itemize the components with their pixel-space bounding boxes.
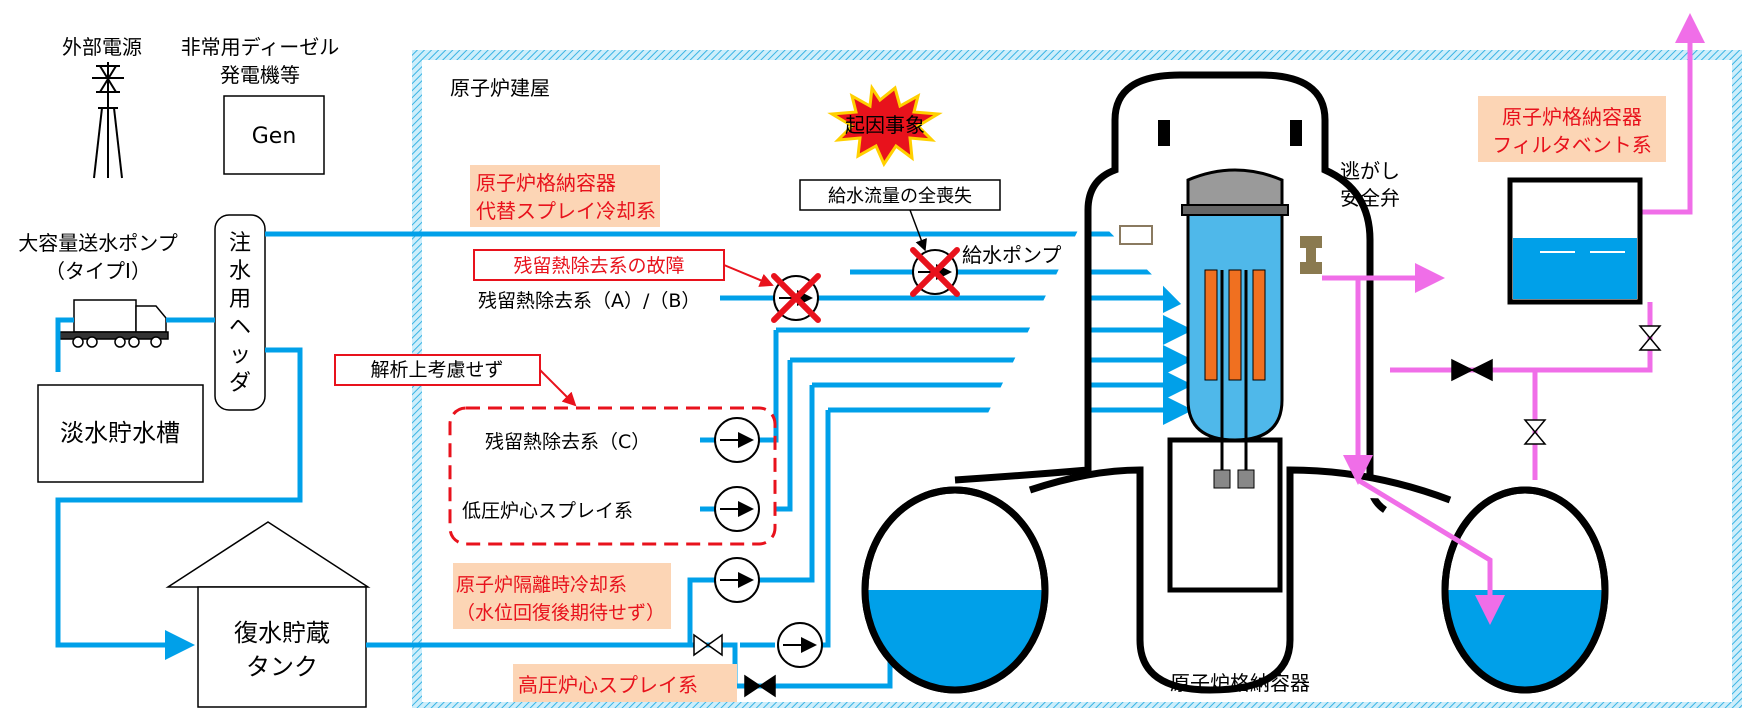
- header-char: 注: [229, 231, 251, 256]
- hpcs-highlight: [513, 664, 737, 702]
- spray-nozzle: [1119, 225, 1153, 245]
- filter-vent-highlight: [1478, 96, 1666, 162]
- alt-spray-highlight: [470, 165, 660, 227]
- safety-relief-valve-icon: [1300, 236, 1322, 274]
- rhr-c-label: 残留熱除去系（C）: [485, 431, 650, 453]
- generator-box: [223, 95, 325, 175]
- freshwater-tank-label: 淡水貯水槽: [60, 419, 180, 447]
- not-considered-label: 解析上考慮せず: [370, 359, 503, 381]
- failure-cross-icon: [771, 247, 960, 323]
- hpcs-label: 高圧炉心スプレイ系: [518, 673, 698, 697]
- feedwater-loss-box: [799, 179, 1001, 211]
- srv-label-2: 安全弁: [1340, 186, 1400, 210]
- diesel-label-2: 発電機等: [220, 63, 300, 87]
- alt-spray-label-2: 代替スプレイ冷却系: [476, 199, 656, 223]
- not-considered-box: [334, 354, 541, 386]
- header-char: ッ: [229, 343, 251, 368]
- vent-valve: [1451, 325, 1662, 445]
- rpv-pedestal: [1167, 437, 1283, 593]
- filter-vent-tank: [1507, 177, 1643, 305]
- filter-vent-label-2: フィルタベント系: [1492, 133, 1652, 157]
- alt-spray-label-1: 原子炉格納容器: [476, 171, 616, 195]
- pump-truck-icon: [59, 299, 169, 348]
- header-char: ダ: [229, 371, 251, 396]
- freshwater-tank: [37, 384, 204, 483]
- injection-header: [214, 214, 266, 411]
- external-power-label: 外部電源: [62, 35, 142, 59]
- pump-truck-label-2: （タイプI）: [45, 259, 151, 283]
- header-char: ヘ: [229, 315, 251, 340]
- containment-label: 原子炉格納容器: [1170, 671, 1310, 695]
- suppression-pool-right: [1441, 486, 1609, 694]
- pump-truck-label-1: 大容量送水ポンプ: [18, 231, 177, 255]
- reactor-pressure-vessel: [1181, 168, 1289, 489]
- condensate-tank-label-2: タンク: [246, 653, 318, 681]
- header-char: 用: [229, 287, 251, 312]
- initiating-event-label: 起因事象: [845, 113, 925, 137]
- filter-vent-label-1: 原子炉格納容器: [1502, 105, 1642, 129]
- srv-label-1: 逃がし: [1340, 159, 1400, 183]
- rcic-label-1: 原子炉隔離時冷却系: [456, 574, 627, 596]
- generator-label: Gen: [252, 124, 297, 149]
- initiating-event-burst: [827, 83, 943, 168]
- not-considered-group: [448, 406, 777, 546]
- rcic-highlight: [453, 563, 671, 629]
- line-valve: [693, 633, 776, 698]
- rhr-ab-label: 残留熱除去系（A）/（B）: [478, 290, 700, 312]
- power-tower-icon: [92, 62, 124, 179]
- condensate-tank-label-1: 復水貯蔵: [234, 619, 330, 647]
- condensate-tank: [165, 521, 371, 708]
- diesel-label-1: 非常用ディーゼル: [181, 35, 340, 59]
- rhr-failure-label: 残留熱除去系の故障: [513, 255, 684, 277]
- header-char: 水: [229, 259, 251, 284]
- feedwater-pump-label: 給水ポンプ: [962, 243, 1061, 267]
- reactor-building-label: 原子炉建屋: [450, 76, 550, 100]
- feedwater-loss-label: 給水流量の全喪失: [828, 186, 972, 207]
- rcic-label-2: （水位回復後期待せず）: [456, 602, 665, 624]
- lpcs-label: 低圧炉心スプレイ系: [462, 500, 633, 522]
